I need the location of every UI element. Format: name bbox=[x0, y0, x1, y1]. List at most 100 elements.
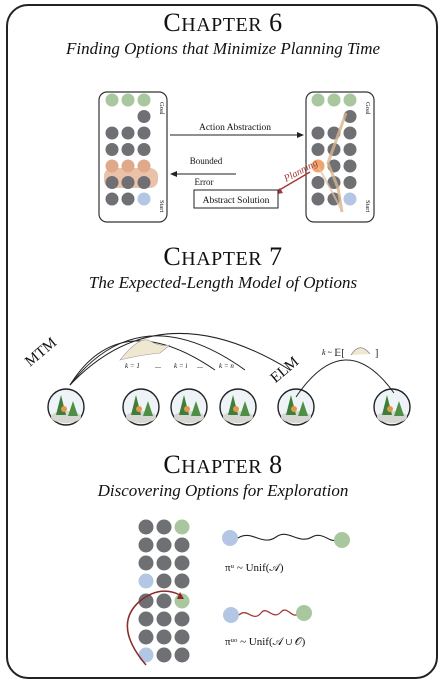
grid-state bbox=[156, 629, 172, 645]
mtm-arc-n bbox=[69, 332, 291, 386]
grid-state bbox=[105, 143, 119, 156]
grid-state bbox=[311, 93, 325, 107]
grid-state bbox=[156, 555, 172, 571]
grid-state bbox=[138, 519, 154, 535]
grid-state bbox=[137, 159, 151, 173]
grid-state bbox=[105, 192, 119, 206]
grid-state bbox=[311, 126, 325, 140]
grid-state bbox=[156, 573, 172, 589]
ki-label: k = i bbox=[174, 362, 187, 370]
grid-state bbox=[138, 629, 154, 645]
grid-state bbox=[105, 176, 119, 189]
scene-start-elm bbox=[277, 388, 315, 426]
chapter-7-title: CHAPTER 7 bbox=[163, 242, 283, 271]
grid-state bbox=[121, 176, 135, 189]
grid-state bbox=[138, 647, 154, 663]
grid-state bbox=[156, 611, 172, 627]
planning-arrow bbox=[275, 171, 311, 193]
grid-state bbox=[121, 93, 135, 107]
scene-circles bbox=[47, 388, 411, 426]
grid-state bbox=[311, 176, 325, 189]
walk2-path bbox=[238, 609, 299, 618]
grid-state bbox=[343, 93, 357, 107]
grid-state bbox=[156, 537, 172, 553]
grid-state bbox=[174, 519, 190, 535]
grid-state bbox=[343, 143, 357, 156]
chapter-8-diagram: πᵘ ~ Unif(𝒜) πᵘᵒ ~ Unif(𝒜 ∪ 𝒪) bbox=[126, 519, 350, 666]
grid-state bbox=[311, 143, 325, 156]
grid-state bbox=[121, 143, 135, 156]
grid-state bbox=[137, 110, 151, 123]
grid-state bbox=[156, 593, 172, 609]
scene-k1 bbox=[122, 388, 160, 426]
grid-state bbox=[121, 192, 135, 206]
grid-state bbox=[137, 143, 151, 156]
grid-state bbox=[138, 593, 154, 609]
option-path bbox=[326, 112, 348, 213]
grid-state bbox=[311, 192, 325, 206]
action-abstraction-label: Action Abstraction bbox=[199, 123, 271, 133]
walk2-goal bbox=[296, 605, 312, 621]
grid-state bbox=[137, 93, 151, 107]
grid-state bbox=[174, 629, 190, 645]
walk1-path bbox=[237, 533, 337, 542]
grid-state bbox=[343, 176, 357, 189]
grid-state bbox=[174, 647, 190, 663]
chapter-7-subtitle: The Expected-Length Model of Options bbox=[88, 273, 358, 292]
right-goal-label: Goal bbox=[364, 102, 371, 115]
abstract-solution-box bbox=[193, 189, 279, 209]
right-start-label: Start bbox=[364, 200, 371, 212]
grid-state bbox=[174, 537, 190, 553]
grid-state bbox=[138, 573, 154, 589]
grid-state bbox=[105, 93, 119, 107]
right-grid-box bbox=[305, 91, 375, 223]
exploration-grid-1 bbox=[138, 519, 190, 589]
option-arrow bbox=[126, 590, 181, 666]
formula-1: πᵘ ~ Unif(𝒜) bbox=[225, 562, 284, 574]
grid-state bbox=[138, 611, 154, 627]
grid-state bbox=[343, 192, 357, 206]
walk2-start bbox=[223, 607, 239, 623]
grid-state bbox=[137, 176, 151, 189]
left-grid-box bbox=[98, 91, 168, 223]
grid-state bbox=[138, 537, 154, 553]
chapter-6-subtitle: Finding Options that Minimize Planning T… bbox=[65, 39, 381, 58]
left-goal-label: Goal bbox=[158, 102, 165, 115]
chapter-7-heading: CHAPTER 7 The Expected-Length Model of O… bbox=[0, 242, 446, 293]
scene-ki bbox=[170, 388, 208, 426]
bounded-label: Bounded bbox=[190, 156, 223, 166]
grid-state bbox=[343, 126, 357, 140]
chapter-6-diagram: Goal Start Goal Start Action Abstraction… bbox=[98, 91, 375, 223]
elm-distribution bbox=[350, 347, 371, 356]
walk1-goal bbox=[334, 532, 350, 548]
elm-label: ELM bbox=[268, 354, 303, 387]
grid-state bbox=[343, 110, 357, 123]
chapter-8-heading: CHAPTER 8 Discovering Options for Explor… bbox=[0, 450, 446, 501]
dots-2: ... bbox=[197, 361, 203, 370]
grid-state bbox=[156, 519, 172, 535]
grid-state bbox=[174, 573, 190, 589]
chapter-6-heading: CHAPTER 6 Finding Options that Minimize … bbox=[0, 8, 446, 59]
chapter-6-title: CHAPTER 6 bbox=[163, 8, 283, 37]
grid-state bbox=[343, 159, 357, 173]
error-label: Error bbox=[195, 177, 214, 187]
left-state-grid bbox=[105, 93, 151, 206]
grid-state bbox=[174, 555, 190, 571]
grid-state bbox=[105, 159, 119, 173]
scene-end-elm bbox=[373, 388, 411, 426]
option-path-2 bbox=[317, 165, 343, 212]
k1-label: k = 1 bbox=[125, 362, 140, 370]
mtm-label: MTM bbox=[22, 335, 60, 370]
grid-state bbox=[121, 126, 135, 140]
grid-state bbox=[137, 192, 151, 206]
grid-state bbox=[174, 611, 190, 627]
elm-arc bbox=[295, 359, 395, 398]
kn-label: k = n bbox=[219, 362, 234, 370]
formula-2: πᵘᵒ ~ Unif(𝒜 ∪ 𝒪) bbox=[225, 636, 306, 648]
chapter-8-title: CHAPTER 8 bbox=[163, 450, 283, 479]
elm-bracket: ] bbox=[375, 348, 378, 359]
elm-expectation: 𝔼[ bbox=[334, 348, 345, 359]
grid-state bbox=[105, 126, 119, 140]
grid-state bbox=[327, 93, 341, 107]
elm-k-label: k ~ bbox=[322, 348, 333, 357]
